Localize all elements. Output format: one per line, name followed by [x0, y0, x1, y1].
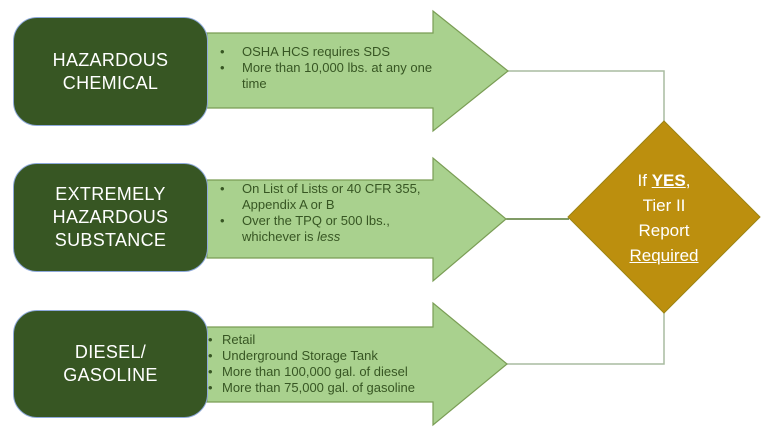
criteria-text: More than 75,000 gal. of gasoline — [222, 380, 415, 395]
connector-diesel-to-diamond — [507, 312, 665, 365]
decision-line-4: Required — [629, 246, 699, 265]
criteria-item: Retail — [206, 332, 450, 348]
criteria-text: OSHA HCS requires SDS — [242, 44, 391, 59]
decision-line-3: Report — [638, 221, 690, 240]
criteria-text-italic: less — [317, 229, 341, 244]
criteria-text: On List of Lists or 40 CFR 355, Appendix… — [242, 181, 421, 212]
hazardous-chemical-criteria: OSHA HCS requires SDS More than 10,000 l… — [212, 44, 447, 92]
criteria-item: More than 75,000 gal. of gasoline — [206, 380, 450, 396]
decision-line-1: If YES, — [574, 168, 754, 193]
criteria-text: Retail — [222, 332, 256, 347]
decision-text: If YES, Tier II Report Required — [574, 168, 754, 268]
box-hazardous-chemical: HAZARDOUS CHEMICAL — [13, 17, 208, 126]
criteria-item: OSHA HCS requires SDS — [212, 44, 447, 60]
diesel-gasoline-criteria: Retail Underground Storage Tank More tha… — [206, 332, 450, 396]
criteria-item: More than 10,000 lbs. at any one time — [212, 60, 447, 92]
box-diesel-gasoline: DIESEL/ GASOLINE — [13, 310, 208, 418]
decision-line-2: Tier II — [642, 196, 686, 215]
criteria-item: More than 100,000 gal. of diesel — [206, 364, 450, 380]
decision-comma: , — [685, 171, 691, 190]
ehs-criteria: On List of Lists or 40 CFR 355, Appendix… — [212, 181, 447, 245]
criteria-text: More than 10,000 lbs. at any one time — [242, 60, 433, 91]
decision-diamond — [567, 120, 761, 314]
criteria-item: On List of Lists or 40 CFR 355, Appendix… — [212, 181, 447, 213]
criteria-text: Over the TPQ or 500 lbs., whichever is — [242, 213, 390, 244]
criteria-text: Underground Storage Tank — [222, 348, 378, 363]
criteria-text: More than 100,000 gal. of diesel — [222, 364, 408, 379]
decision-yes: YES — [651, 171, 686, 190]
decision-if: If — [637, 171, 652, 190]
criteria-item: Underground Storage Tank — [206, 348, 450, 364]
criteria-item: Over the TPQ or 500 lbs., whichever is l… — [212, 213, 447, 245]
box-extremely-hazardous-substance: EXTREMELY HAZARDOUS SUBSTANCE — [13, 163, 208, 272]
connector-hazchem-to-diamond — [508, 70, 665, 122]
